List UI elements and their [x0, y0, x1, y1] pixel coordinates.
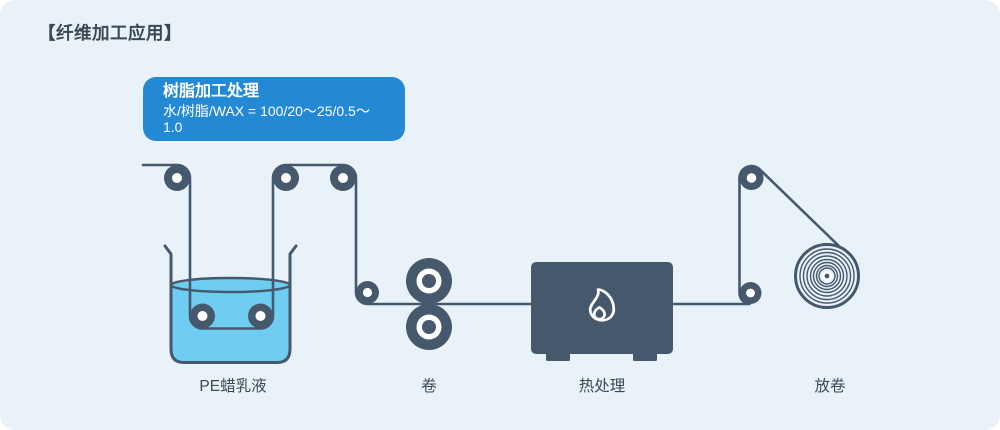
tank-wall [163, 244, 298, 364]
guide-rollers [164, 165, 764, 329]
roller-icon [356, 281, 379, 304]
roller-icon [164, 165, 190, 191]
stage-label-unwind: 放卷 [814, 378, 846, 395]
page-title: 【纤维加工应用】 [38, 23, 182, 43]
wound-roll-icon [794, 243, 860, 309]
stage-label-nip: 卷 [421, 378, 437, 395]
nip-rollers [406, 258, 452, 350]
callout-formula: 水/树脂/WAX = 100/20〜25/0.5〜1.0 [163, 103, 370, 135]
oven-foot [546, 352, 570, 361]
tank-roller-icon [248, 303, 273, 329]
roller-icon [330, 165, 356, 191]
heat-oven [531, 262, 673, 361]
stage-label-heat: 热处理 [578, 378, 626, 395]
roller-icon [739, 166, 764, 190]
tank-roller-icon [190, 303, 215, 329]
nip-roller-icon [406, 258, 452, 304]
flame-icon [588, 288, 616, 322]
stage-label-tank: PE蜡乳液 [199, 378, 267, 395]
callout-title: 树脂加工处理 [163, 82, 260, 100]
nip-roller-icon [406, 304, 452, 350]
roller-icon [739, 282, 762, 304]
resin-process-callout: 树脂加工处理 水/树脂/WAX = 100/20〜25/0.5〜1.0 [143, 77, 405, 141]
roller-icon [273, 165, 299, 191]
oven-foot [633, 352, 657, 361]
